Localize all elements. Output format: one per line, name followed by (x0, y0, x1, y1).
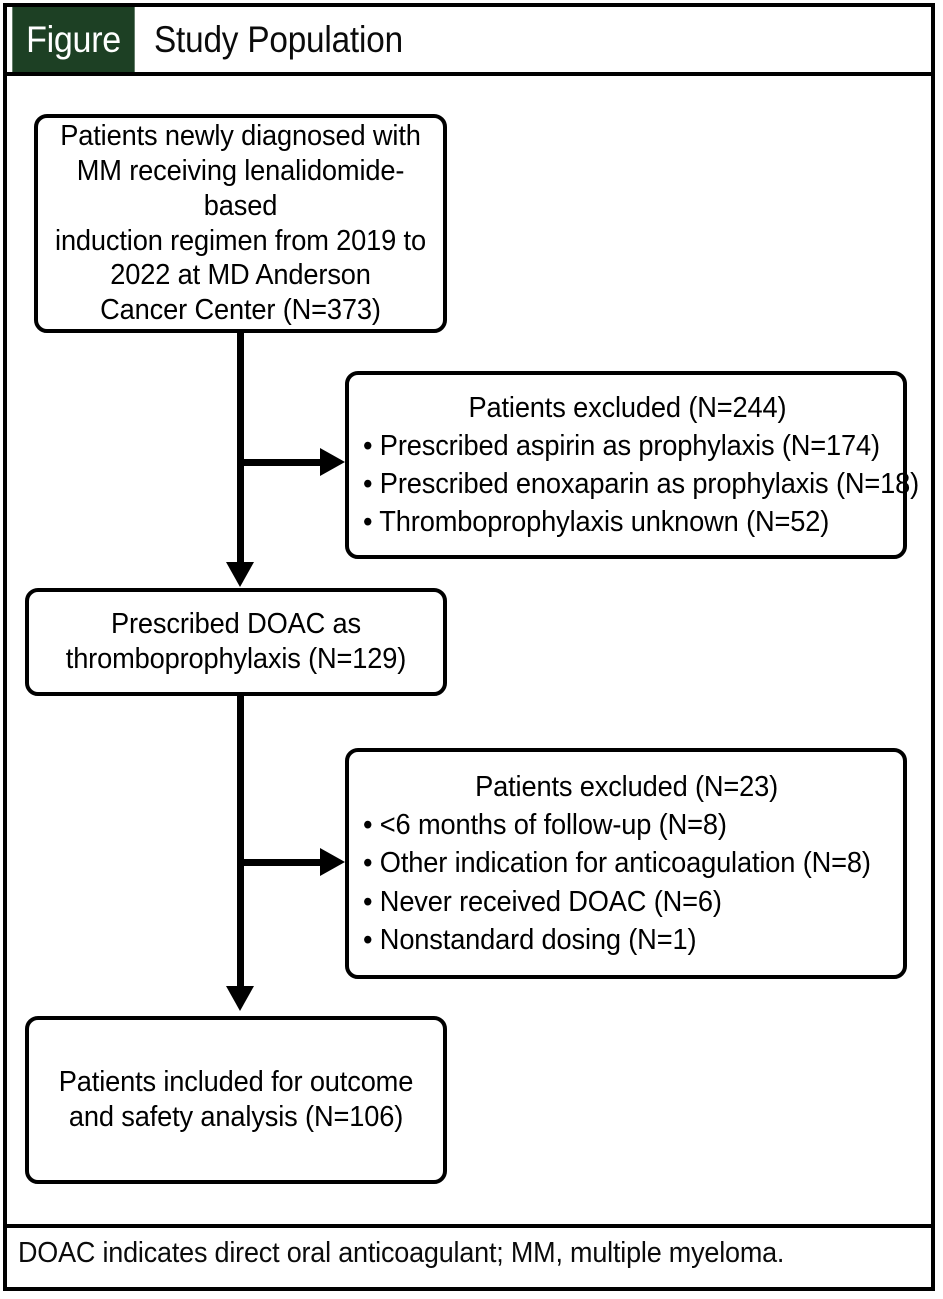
flow-node-excluded-2-item-4: • Nonstandard dosing (N=1) (363, 923, 697, 956)
flow-node-excluded-2-item-1: • <6 months of follow-up (N=8) (363, 809, 727, 842)
flow-node-excluded-1-item-1: • Prescribed aspirin as prophylaxis (N=1… (363, 429, 880, 462)
arrowhead-down-to-doac (226, 562, 254, 587)
flow-node-doac: Prescribed DOAC as thromboprophylaxis (N… (25, 588, 447, 696)
figure-tag-badge: Figure (12, 7, 135, 72)
flow-node-enrolled-line-1: Patients newly diagnosed with (60, 120, 421, 153)
flow-node-included-line-2: and safety analysis (N=106) (68, 1101, 404, 1133)
flow-node-excluded-1-title: Patients excluded (N=244) (468, 391, 786, 424)
flow-node-excluded-1-body: Patients excluded (N=244) • Prescribed a… (349, 389, 920, 541)
flow-node-doac-text: Prescribed DOAC as thromboprophylaxis (N… (29, 607, 443, 677)
connector-enrolled-to-doac-stem (237, 333, 244, 567)
flow-node-enrolled-line-2: MM receiving lenalidomide-based (76, 154, 405, 222)
arrowhead-right-to-excluded-1 (320, 448, 345, 476)
flow-node-excluded-2-item-2: • Other indication for anticoagulation (… (363, 847, 871, 880)
flow-node-included: Patients included for outcome and safety… (25, 1016, 447, 1184)
flow-node-doac-line-2: thromboprophylaxis (N=129) (65, 643, 407, 675)
arrowhead-down-to-included (226, 986, 254, 1011)
flow-node-doac-line-1: Prescribed DOAC as (110, 608, 362, 641)
flow-node-excluded-2: Patients excluded (N=23) • <6 months of … (345, 748, 907, 979)
figure-header: Figure Study Population (3, 3, 935, 72)
figure-title-text: Study Population (154, 18, 403, 60)
flow-node-excluded-1-item-3: • Thromboprophylaxis unknown (N=52) (363, 506, 830, 539)
flow-node-enrolled-line-5: Cancer Center (N=373) (100, 294, 381, 327)
flow-node-included-line-1: Patients included for outcome (58, 1066, 414, 1099)
arrowhead-right-to-excluded-2 (320, 848, 345, 876)
connector-doac-to-included-stem (237, 696, 244, 991)
flow-node-enrolled: Patients newly diagnosed with MM receivi… (34, 114, 447, 333)
figure-title: Study Population (140, 7, 931, 72)
flow-node-enrolled-line-3: induction regimen from 2019 to (55, 224, 426, 257)
flow-node-excluded-1-item-2: • Prescribed enoxaparin as prophylaxis (… (363, 468, 920, 500)
footnote-divider (3, 1224, 935, 1228)
flow-node-excluded-2-body: Patients excluded (N=23) • <6 months of … (349, 768, 903, 958)
flow-node-enrolled-line-4: 2022 at MD Anderson (110, 259, 371, 292)
flow-node-excluded-2-item-3: • Never received DOAC (N=6) (363, 885, 722, 918)
flow-node-excluded-2-title: Patients excluded (N=23) (475, 771, 779, 804)
flow-node-excluded-1: Patients excluded (N=244) • Prescribed a… (345, 371, 920, 559)
header-divider (3, 72, 935, 76)
flow-node-included-text: Patients included for outcome and safety… (29, 1065, 443, 1135)
flow-node-enrolled-text: Patients newly diagnosed with MM receivi… (38, 119, 443, 328)
figure-footnote: DOAC indicates direct oral anticoagulant… (18, 1237, 923, 1270)
connector-branch-to-excluded-1 (237, 459, 334, 466)
connector-branch-to-excluded-2 (237, 859, 334, 866)
figure-footnote-text: DOAC indicates direct oral anticoagulant… (18, 1237, 785, 1269)
